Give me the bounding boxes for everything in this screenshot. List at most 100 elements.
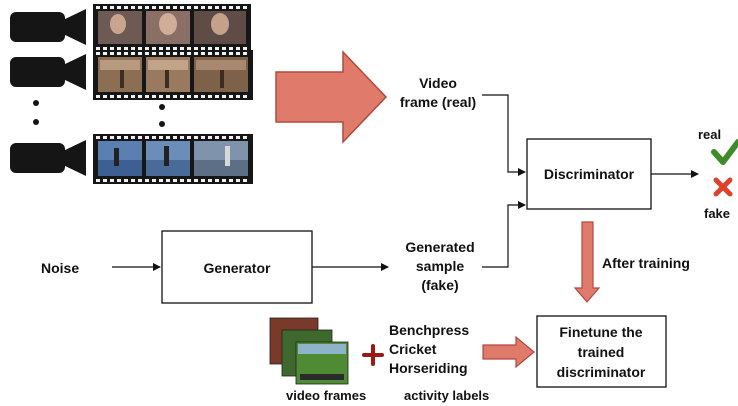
sprocket-hole — [222, 52, 226, 55]
sprocket-hole — [145, 95, 149, 98]
sprocket-hole — [117, 136, 121, 139]
sprocket-hole — [110, 95, 114, 98]
activity-label: Benchpress — [389, 322, 469, 338]
flow-arrow-small — [482, 335, 535, 369]
sprocket-hole — [110, 179, 114, 182]
sprocket-hole — [208, 95, 212, 98]
sprocket-hole — [117, 6, 121, 9]
finetune-label: discriminator — [557, 364, 646, 380]
fake-label: fake — [704, 206, 730, 221]
sprocket-hole — [208, 136, 212, 139]
sprocket-hole — [124, 52, 128, 55]
sprocket-hole — [152, 47, 156, 50]
video-frame-label: frame (real) — [400, 94, 476, 110]
film-strip — [93, 134, 253, 184]
finetune-label: Finetune the — [559, 324, 642, 340]
sprocket-hole — [215, 52, 219, 55]
sprocket-hole — [96, 6, 100, 9]
sprocket-hole — [138, 52, 142, 55]
sprocket-hole — [117, 95, 121, 98]
sprocket-hole — [166, 52, 170, 55]
sprocket-hole — [138, 6, 142, 9]
sprocket-hole — [103, 179, 107, 182]
sprocket-hole — [201, 95, 205, 98]
sprocket-hole — [96, 136, 100, 139]
sprocket-hole — [222, 95, 226, 98]
plus-icon — [362, 344, 384, 366]
video-frames-stack — [269, 317, 349, 385]
sprocket-hole — [180, 6, 184, 9]
sprocket-hole — [243, 47, 247, 50]
sprocket-hole — [187, 179, 191, 182]
sprocket-hole — [145, 136, 149, 139]
sprocket-hole — [201, 6, 205, 9]
sprocket-hole — [131, 95, 135, 98]
sprocket-hole — [117, 47, 121, 50]
generated-sample-label: Generated — [405, 239, 474, 255]
sprocket-hole — [131, 47, 135, 50]
sprocket-hole — [201, 52, 205, 55]
sprocket-hole — [138, 136, 142, 139]
sprocket-hole — [96, 179, 100, 182]
sprocket-hole — [229, 136, 233, 139]
noise-label: Noise — [41, 260, 79, 276]
video-frame-label: Video — [419, 75, 457, 91]
sprocket-hole — [187, 95, 191, 98]
sprocket-hole — [131, 52, 135, 55]
sprocket-hole — [110, 136, 114, 139]
sprocket-hole — [173, 179, 177, 182]
sprocket-hole — [159, 52, 163, 55]
connector-lines — [112, 94, 699, 271]
activity-label: Cricket — [389, 341, 437, 357]
sprocket-hole — [159, 136, 163, 139]
film-strip — [93, 4, 251, 52]
sprocket-hole — [208, 47, 212, 50]
sprocket-hole — [103, 47, 107, 50]
sprocket-hole — [229, 52, 233, 55]
sprocket-hole — [152, 95, 156, 98]
generator-label: Generator — [204, 260, 271, 276]
video-frames-caption: video frames — [286, 388, 366, 403]
sprocket-hole — [187, 6, 191, 9]
sprocket-hole — [103, 136, 107, 139]
sprocket-hole — [243, 52, 247, 55]
film-sprocket-holes — [96, 6, 247, 50]
sprocket-hole — [110, 6, 114, 9]
sprocket-hole — [103, 6, 107, 9]
sprocket-hole — [215, 95, 219, 98]
sprocket-hole — [110, 52, 114, 55]
sprocket-hole — [173, 47, 177, 50]
sprocket-hole — [229, 6, 233, 9]
sprocket-hole — [117, 179, 121, 182]
sprocket-hole — [222, 47, 226, 50]
sprocket-hole — [173, 136, 177, 139]
sprocket-hole — [201, 136, 205, 139]
sprocket-hole — [124, 136, 128, 139]
sprocket-hole — [201, 47, 205, 50]
sprocket-hole — [194, 47, 198, 50]
sprocket-hole — [222, 179, 226, 182]
after-training-label: After training — [602, 255, 690, 271]
sprocket-hole — [117, 52, 121, 55]
sprocket-hole — [243, 136, 247, 139]
sprocket-hole — [215, 47, 219, 50]
sprocket-hole — [166, 179, 170, 182]
sprocket-hole — [159, 95, 163, 98]
sprocket-hole — [166, 6, 170, 9]
sprocket-hole — [229, 47, 233, 50]
cross-icon — [713, 177, 733, 197]
sprocket-hole — [236, 95, 240, 98]
sprocket-hole — [236, 179, 240, 182]
sprocket-hole — [138, 179, 142, 182]
sprocket-hole — [187, 47, 191, 50]
camera-icon — [10, 9, 86, 45]
sprocket-hole — [152, 179, 156, 182]
sprocket-hole — [96, 47, 100, 50]
discriminator-box — [526, 138, 652, 210]
ellipsis-dots — [159, 104, 165, 127]
sprocket-hole — [222, 6, 226, 9]
sprocket-hole — [180, 179, 184, 182]
sprocket-hole — [131, 136, 135, 139]
sprocket-hole — [138, 47, 142, 50]
